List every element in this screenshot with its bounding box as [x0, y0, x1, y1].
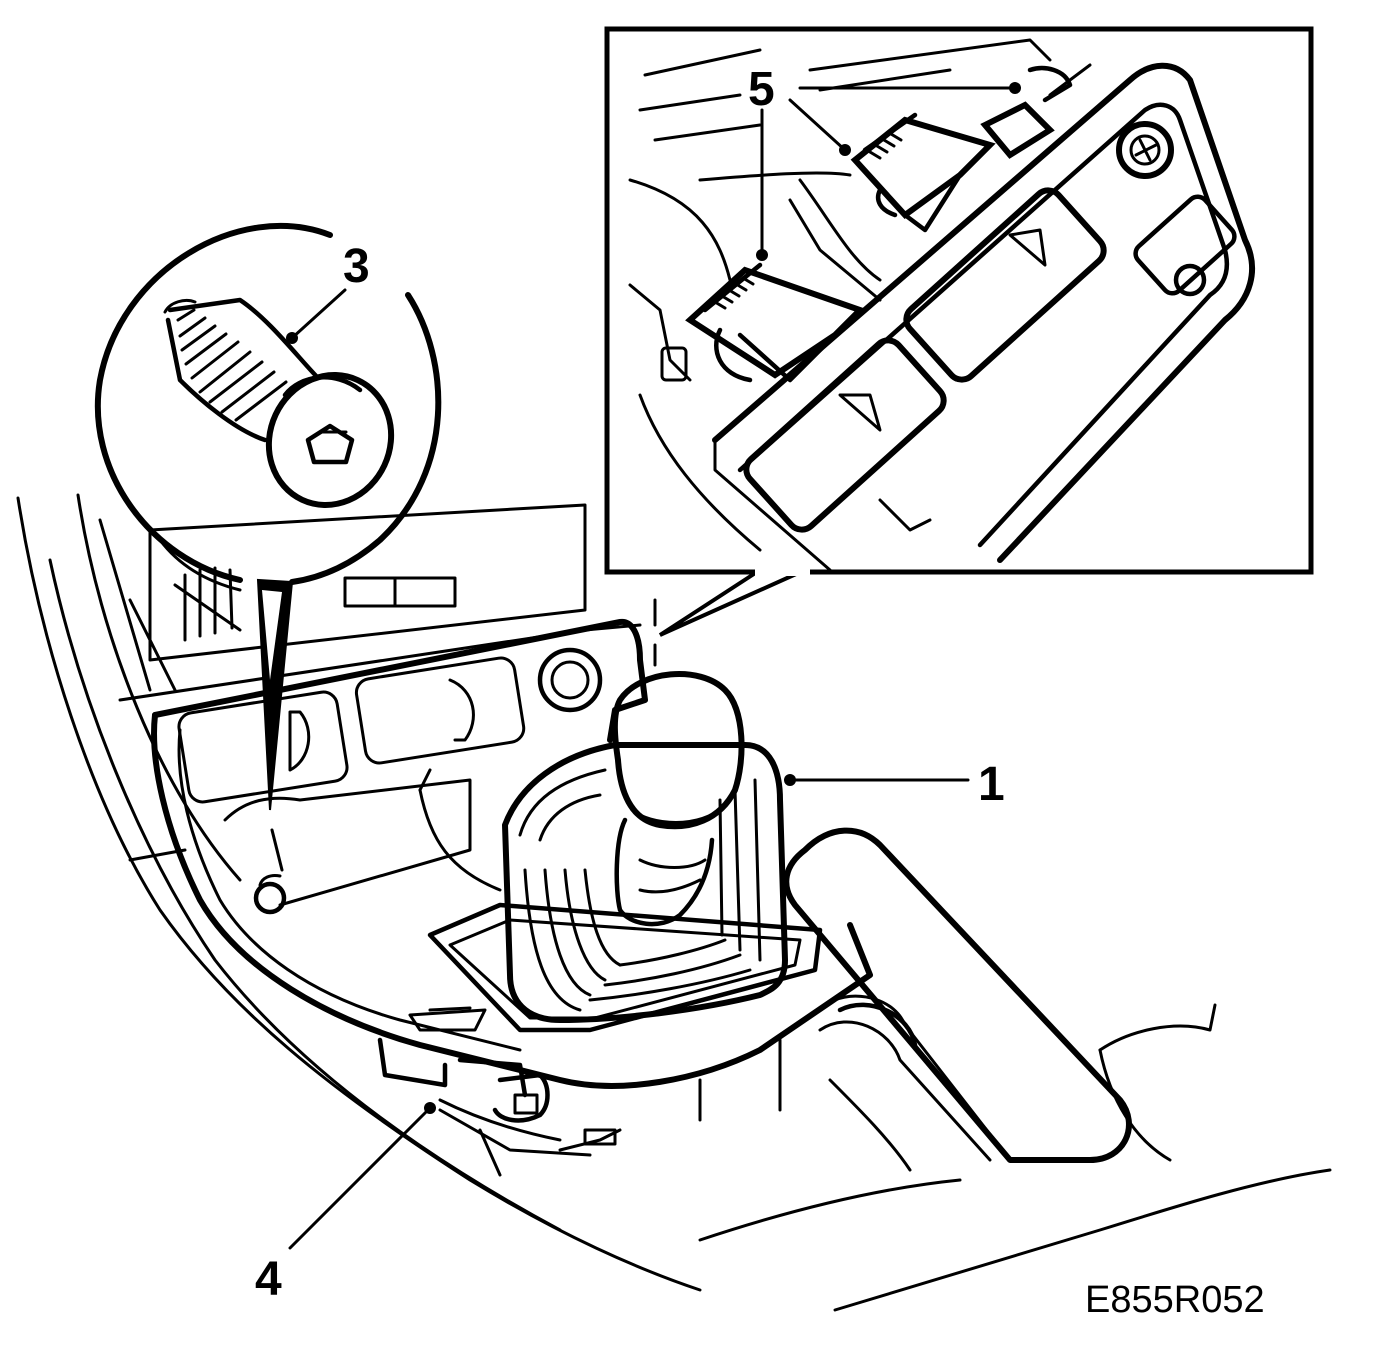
callout-label-3: 3	[343, 240, 370, 293]
callout-label-5: 5	[748, 63, 775, 116]
center-console	[16, 493, 1332, 1312]
gear-lever-surround	[408, 768, 823, 1033]
inset-pointer	[658, 568, 806, 637]
switch-panel	[151, 618, 873, 1089]
connector-detail-inset	[604, 26, 1314, 667]
screw-detail-callout	[94, 223, 442, 872]
lower-connector	[377, 1037, 622, 1177]
callout-label-1: 1	[978, 758, 1005, 811]
figure-code: E855R052	[1085, 1279, 1265, 1321]
callout-label-4: 4	[255, 1253, 282, 1306]
callout-leaders	[286, 82, 1021, 1250]
switch-connector-right	[850, 63, 1092, 233]
screw-icon	[163, 297, 395, 508]
shift-boot	[502, 671, 788, 1023]
switch-connector-left	[685, 262, 866, 383]
parking-brake-handle	[698, 827, 1217, 1172]
